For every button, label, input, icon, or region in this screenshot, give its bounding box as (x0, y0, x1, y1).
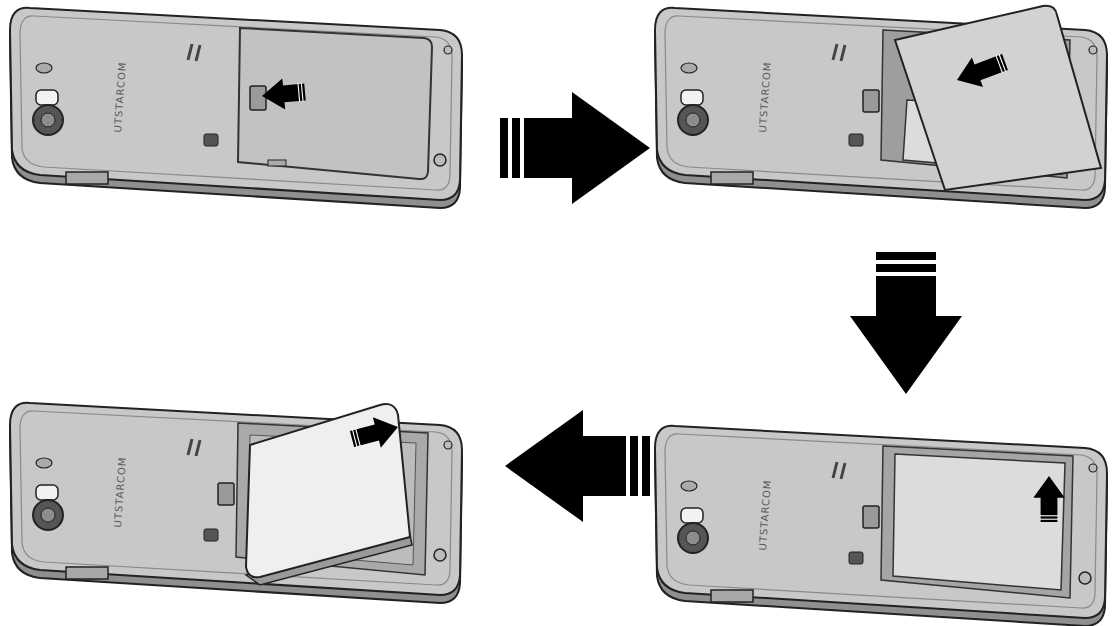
speaker-slit (841, 45, 845, 61)
screw-hole (434, 154, 446, 166)
phone-back (10, 403, 462, 595)
arrow-stripe (301, 83, 303, 102)
arrow-stripe (638, 435, 642, 497)
battery-bay (881, 446, 1073, 598)
step-arrow (850, 252, 962, 394)
phone-bevel (20, 16, 452, 190)
block-arrow (957, 54, 1008, 87)
flash (681, 508, 703, 523)
phone-back (655, 426, 1107, 618)
phone-back (10, 8, 462, 200)
cover-tab (863, 90, 879, 112)
arrow-stripe (999, 54, 1006, 72)
screw-hole (1079, 572, 1091, 584)
screw-hole (1089, 464, 1097, 472)
latch-slot (204, 134, 218, 146)
side-connector (711, 590, 753, 602)
flash (36, 485, 58, 500)
battery-cover-lifted (895, 6, 1101, 190)
camera-lens-inner (41, 508, 55, 522)
block-arrow (262, 78, 306, 109)
step-arrow (505, 410, 650, 522)
phone-step: UTSTARCOM (0, 0, 470, 212)
side-connector (66, 567, 108, 579)
side-connector (711, 172, 753, 184)
sensor (681, 481, 697, 491)
arrow-stripe (875, 260, 937, 264)
sensor (681, 63, 697, 73)
phone-step: UTSTARCOM (645, 0, 1118, 212)
arrow-stripe (508, 117, 512, 179)
sensor (36, 63, 52, 73)
latch-slot (849, 134, 863, 146)
camera-lens-inner (686, 113, 700, 127)
cover-tab (250, 86, 266, 110)
speaker-slit (833, 44, 837, 60)
flash (681, 90, 703, 105)
step-arrow (500, 92, 650, 204)
block-arrow (350, 417, 398, 447)
speaker-slit (188, 44, 192, 60)
latch-slot (849, 552, 863, 564)
arrow-stripe (298, 83, 300, 102)
speaker-slit (188, 439, 192, 455)
arrow-stripe (1040, 519, 1059, 520)
speaker-slit (841, 463, 845, 479)
screw-hole (444, 441, 452, 449)
speaker-slit (196, 440, 200, 456)
cover-tab (863, 506, 879, 528)
arrow-stripe (356, 428, 361, 446)
camera-lens (33, 500, 63, 530)
arrow-stripe (875, 272, 937, 276)
arrow-stripe (626, 435, 630, 497)
phone-bevel (665, 434, 1097, 608)
sensor (36, 458, 52, 468)
phone-illustration (0, 0, 470, 212)
phone-step: UTSTARCOM (0, 395, 470, 607)
block-arrow (850, 252, 962, 394)
arrow-stripe (1040, 515, 1059, 516)
latch-slot (204, 529, 218, 541)
camera-lens (678, 105, 708, 135)
flash (36, 90, 58, 105)
camera-lens-inner (41, 113, 55, 127)
cover-notch (268, 160, 286, 166)
phone-illustration (645, 0, 1118, 212)
camera-lens (33, 105, 63, 135)
block-arrow (500, 92, 650, 204)
speaker-slit (196, 45, 200, 61)
phone-illustration (0, 395, 470, 607)
phone-illustration (645, 418, 1118, 626)
camera-lens-inner (686, 531, 700, 545)
screw-hole (1089, 46, 1097, 54)
block-arrow (1033, 476, 1064, 522)
screw-hole (434, 549, 446, 561)
battery (893, 454, 1065, 590)
battery-lifted (246, 404, 410, 577)
block-arrow (505, 410, 650, 522)
speaker-slit (833, 462, 837, 478)
arrow-stripe (996, 55, 1003, 73)
cover-tab (218, 483, 234, 505)
side-connector (66, 172, 108, 184)
phone-step: UTSTARCOM (645, 418, 1118, 626)
camera-lens (678, 523, 708, 553)
battery-cover (238, 28, 432, 179)
screw-hole (444, 46, 452, 54)
arrow-stripe (520, 117, 524, 179)
